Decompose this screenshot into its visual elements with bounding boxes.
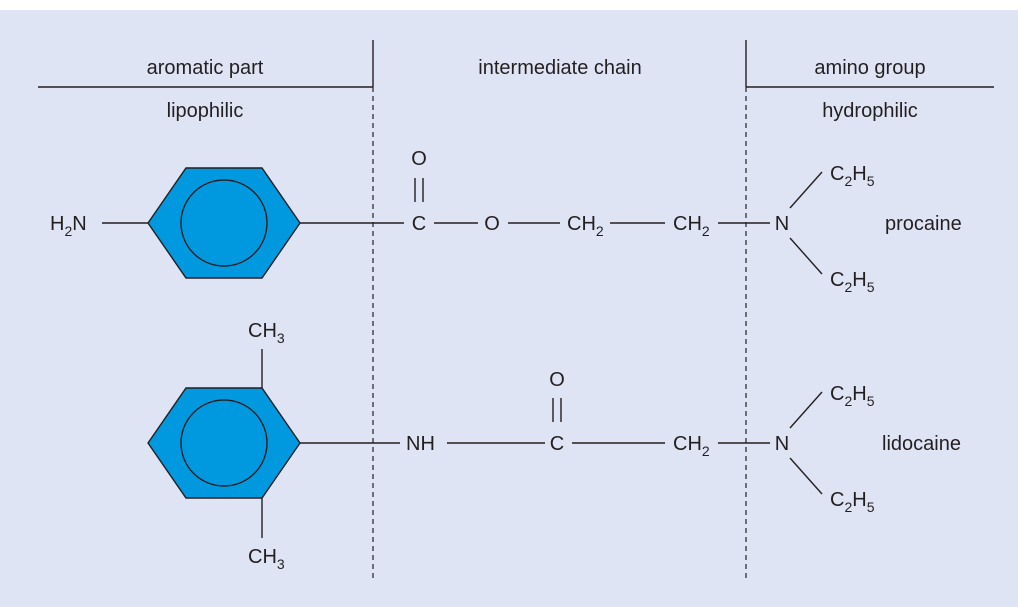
lidocaine-ch2: CH2: [673, 433, 710, 459]
lidocaine-structure: CH3 CH3 NH O C CH2 N C2H5 C2H5 lidocaine: [147, 320, 961, 572]
procaine-n-ethyl-bottom-bond: [789, 237, 823, 275]
procaine-ch2-a: CH2: [567, 213, 604, 239]
procaine-ester-oxygen: O: [484, 213, 500, 235]
procaine-ethyl-bottom: C2H5: [830, 269, 875, 295]
procaine-n-ethyl-top-bond: [789, 171, 823, 209]
lidocaine-nitrogen: N: [775, 433, 789, 455]
procaine-amine-group: H2N: [50, 213, 87, 239]
lidocaine-n-ethyl-top-bond: [789, 391, 823, 429]
procaine-structure: H2N O C O CH2 CH2 N C2H5 C2H5 procaine: [50, 148, 962, 295]
procaine-label: procaine: [885, 213, 962, 235]
subheader-lipophilic: lipophilic: [167, 100, 244, 122]
procaine-ethyl-top: C2H5: [830, 163, 875, 189]
lidocaine-aromatic-circle: [180, 399, 268, 487]
procaine-carbonyl-carbon: C: [412, 213, 426, 235]
procaine-aromatic-circle: [180, 179, 268, 267]
lidocaine-methyl-bottom: CH3: [248, 546, 285, 572]
lidocaine-amide-nh: NH: [406, 433, 435, 455]
lidocaine-n-ethyl-bottom-bond: [789, 457, 823, 495]
header-aromatic-part: aromatic part: [147, 57, 264, 79]
lidocaine-ethyl-bottom: C2H5: [830, 489, 875, 515]
lidocaine-label: lidocaine: [882, 433, 961, 455]
lidocaine-carbonyl-oxygen: O: [549, 369, 565, 391]
procaine-carbonyl-oxygen: O: [411, 148, 427, 170]
header-amino-group: amino group: [814, 57, 925, 79]
lidocaine-carbonyl-carbon: C: [550, 433, 564, 455]
background-panel: [0, 10, 1018, 607]
lidocaine-methyl-top: CH3: [248, 320, 285, 346]
subheader-hydrophilic: hydrophilic: [822, 100, 918, 122]
procaine-nitrogen: N: [775, 213, 789, 235]
lidocaine-ethyl-top: C2H5: [830, 383, 875, 409]
procaine-ch2-b: CH2: [673, 213, 710, 239]
header-intermediate-chain: intermediate chain: [478, 57, 641, 79]
